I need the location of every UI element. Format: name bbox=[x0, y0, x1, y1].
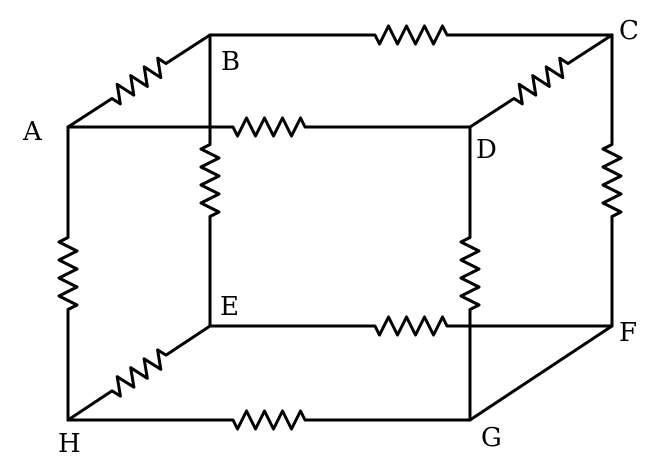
node-label-b: B bbox=[221, 47, 240, 77]
resistor-a-h bbox=[57, 125, 79, 422]
node-label-c: C bbox=[619, 16, 639, 46]
resistor-b-e bbox=[199, 33, 221, 328]
resistor-a-b bbox=[66, 33, 212, 129]
resistor-e-f bbox=[208, 315, 614, 337]
node-label-f: F bbox=[619, 318, 637, 348]
wire-g-f bbox=[468, 324, 614, 422]
resistor-b-c bbox=[208, 24, 614, 46]
resistor-e-h bbox=[66, 324, 212, 422]
node-label-e: E bbox=[220, 292, 239, 322]
resistor-c-f bbox=[601, 33, 623, 328]
resistor-a-d bbox=[66, 116, 472, 138]
resistor-d-g bbox=[459, 125, 481, 422]
labels-layer: A B C D E F G H bbox=[22, 16, 639, 458]
node-label-a: A bbox=[22, 117, 43, 147]
resistor-h-g bbox=[66, 409, 472, 431]
edges-layer bbox=[57, 24, 623, 431]
resistor-d-c bbox=[468, 33, 614, 129]
node-label-h: H bbox=[58, 429, 81, 458]
node-label-d: D bbox=[476, 135, 497, 165]
node-label-g: G bbox=[481, 423, 502, 453]
